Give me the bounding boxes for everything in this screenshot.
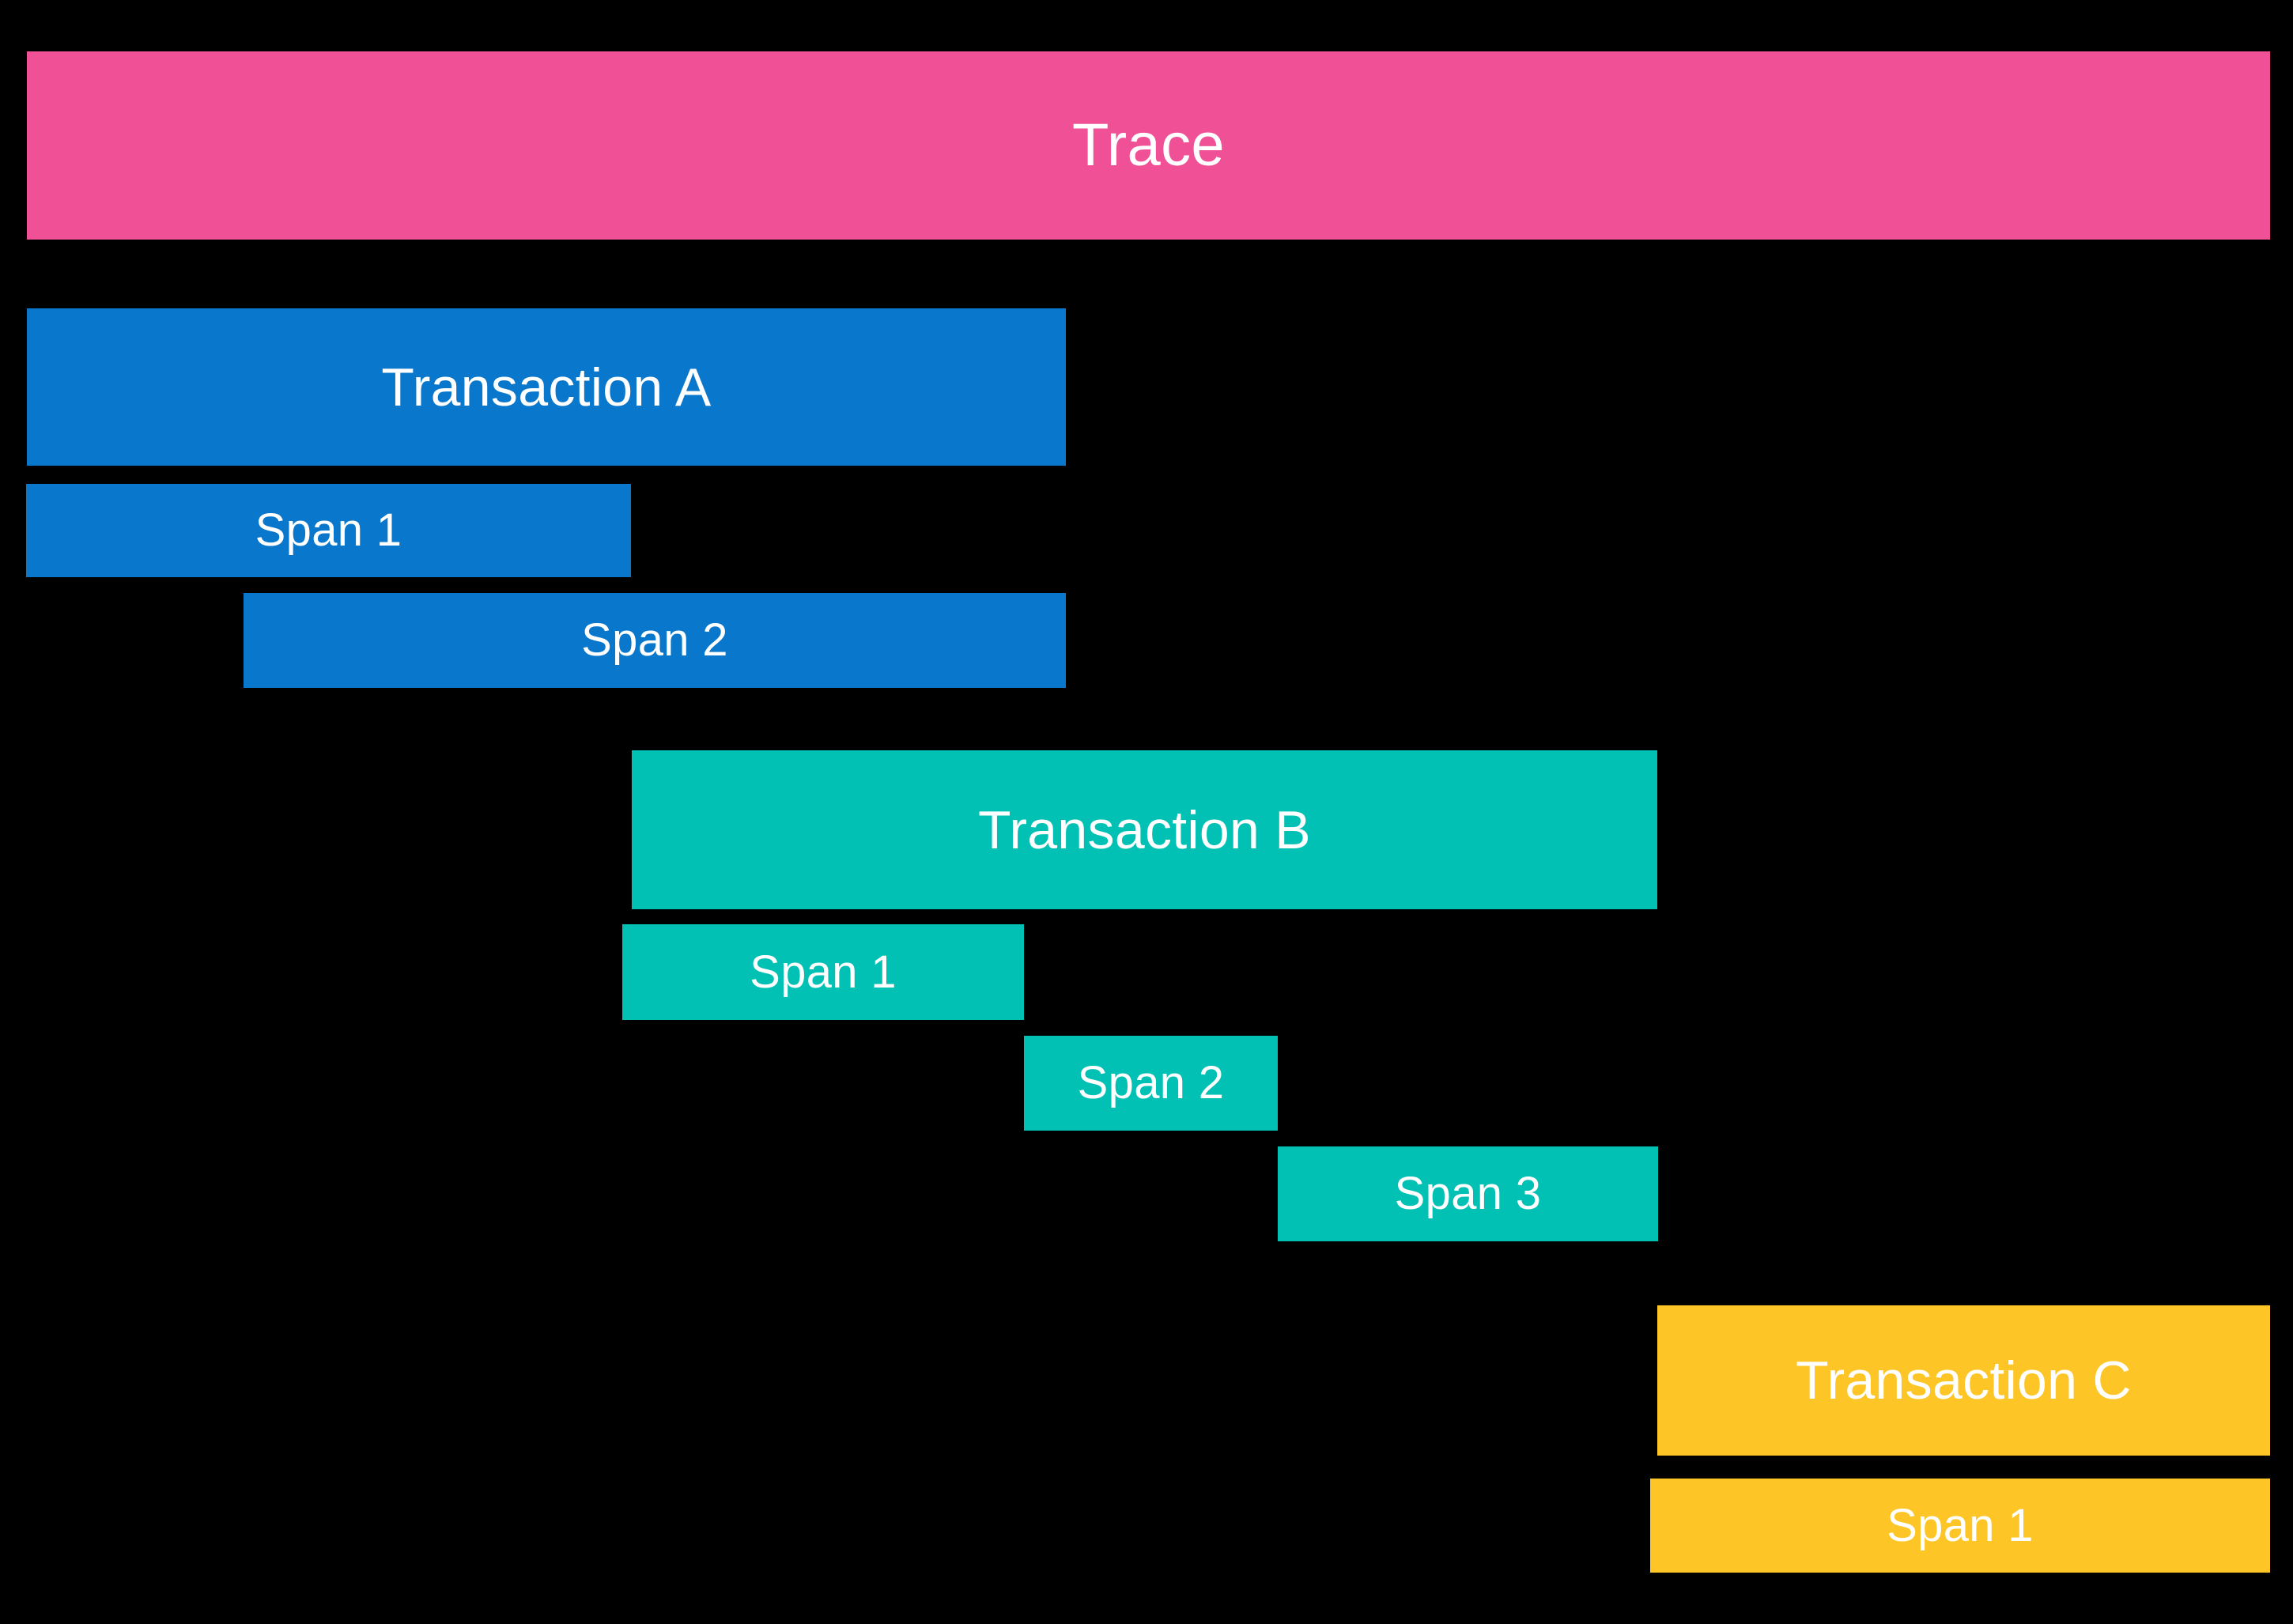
transaction-b-span-2-bar[interactable]: Span 2 [1024,1036,1278,1131]
transaction-b-label: Transaction B [978,799,1311,860]
transaction-a-bar[interactable]: Transaction A [27,308,1066,466]
trace-bar[interactable]: Trace [27,51,2270,240]
trace-bar-label: Trace [1072,111,1225,179]
transaction-a-span-1-bar[interactable]: Span 1 [26,484,631,577]
transaction-b-span-1-bar[interactable]: Span 1 [622,924,1024,1020]
transaction-a-span-1-label: Span 1 [255,504,402,556]
transaction-a-span-2-bar[interactable]: Span 2 [244,593,1066,688]
transaction-c-label: Transaction C [1796,1350,2132,1411]
transaction-a-label: Transaction A [381,357,712,417]
transaction-b-span-3-label: Span 3 [1394,1168,1542,1219]
transaction-c-bar[interactable]: Transaction C [1657,1305,2270,1456]
transaction-b-bar[interactable]: Transaction B [632,750,1657,909]
transaction-c-span-1-label: Span 1 [1887,1499,2034,1551]
transaction-c-span-1-bar[interactable]: Span 1 [1650,1479,2270,1573]
transaction-a-span-2-label: Span 2 [581,614,728,666]
transaction-b-span-1-label: Span 1 [750,946,897,998]
transaction-b-span-3-bar[interactable]: Span 3 [1278,1146,1658,1241]
transaction-b-span-2-label: Span 2 [1077,1057,1225,1108]
